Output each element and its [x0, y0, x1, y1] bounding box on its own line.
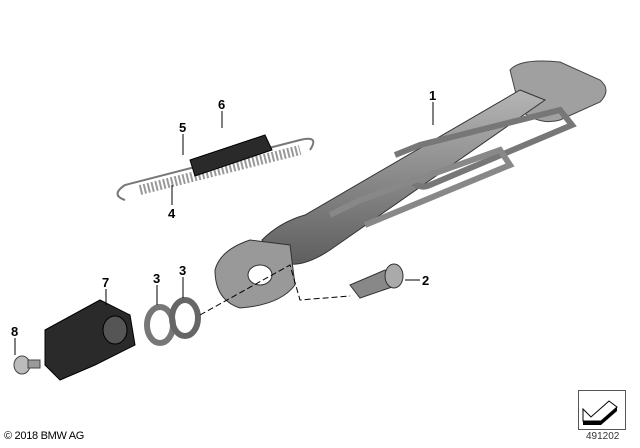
callout-7[interactable]: 7	[102, 275, 109, 290]
bolt	[349, 263, 404, 299]
side-stand	[214, 60, 607, 309]
callout-3[interactable]: 3	[153, 271, 160, 286]
screw	[13, 355, 41, 375]
washers	[144, 297, 201, 346]
callout-5[interactable]: 5	[179, 120, 186, 135]
callout-2[interactable]: 2	[422, 273, 429, 288]
callout-3[interactable]: 3	[179, 263, 186, 278]
spring-assembly	[116, 134, 315, 201]
navigation-button[interactable]	[578, 390, 626, 430]
image-number: 491202	[586, 431, 620, 442]
callout-8[interactable]: 8	[11, 324, 18, 339]
switch	[44, 299, 136, 381]
callout-1[interactable]: 1	[429, 88, 436, 103]
callout-4[interactable]: 4	[168, 206, 176, 221]
copyright: © 2018 BMW AG	[4, 430, 85, 442]
callout-lines	[14, 102, 434, 355]
callout-6[interactable]: 6	[218, 97, 225, 112]
arrow-down-left-icon	[582, 400, 618, 425]
assembly-axis-line	[199, 264, 351, 316]
